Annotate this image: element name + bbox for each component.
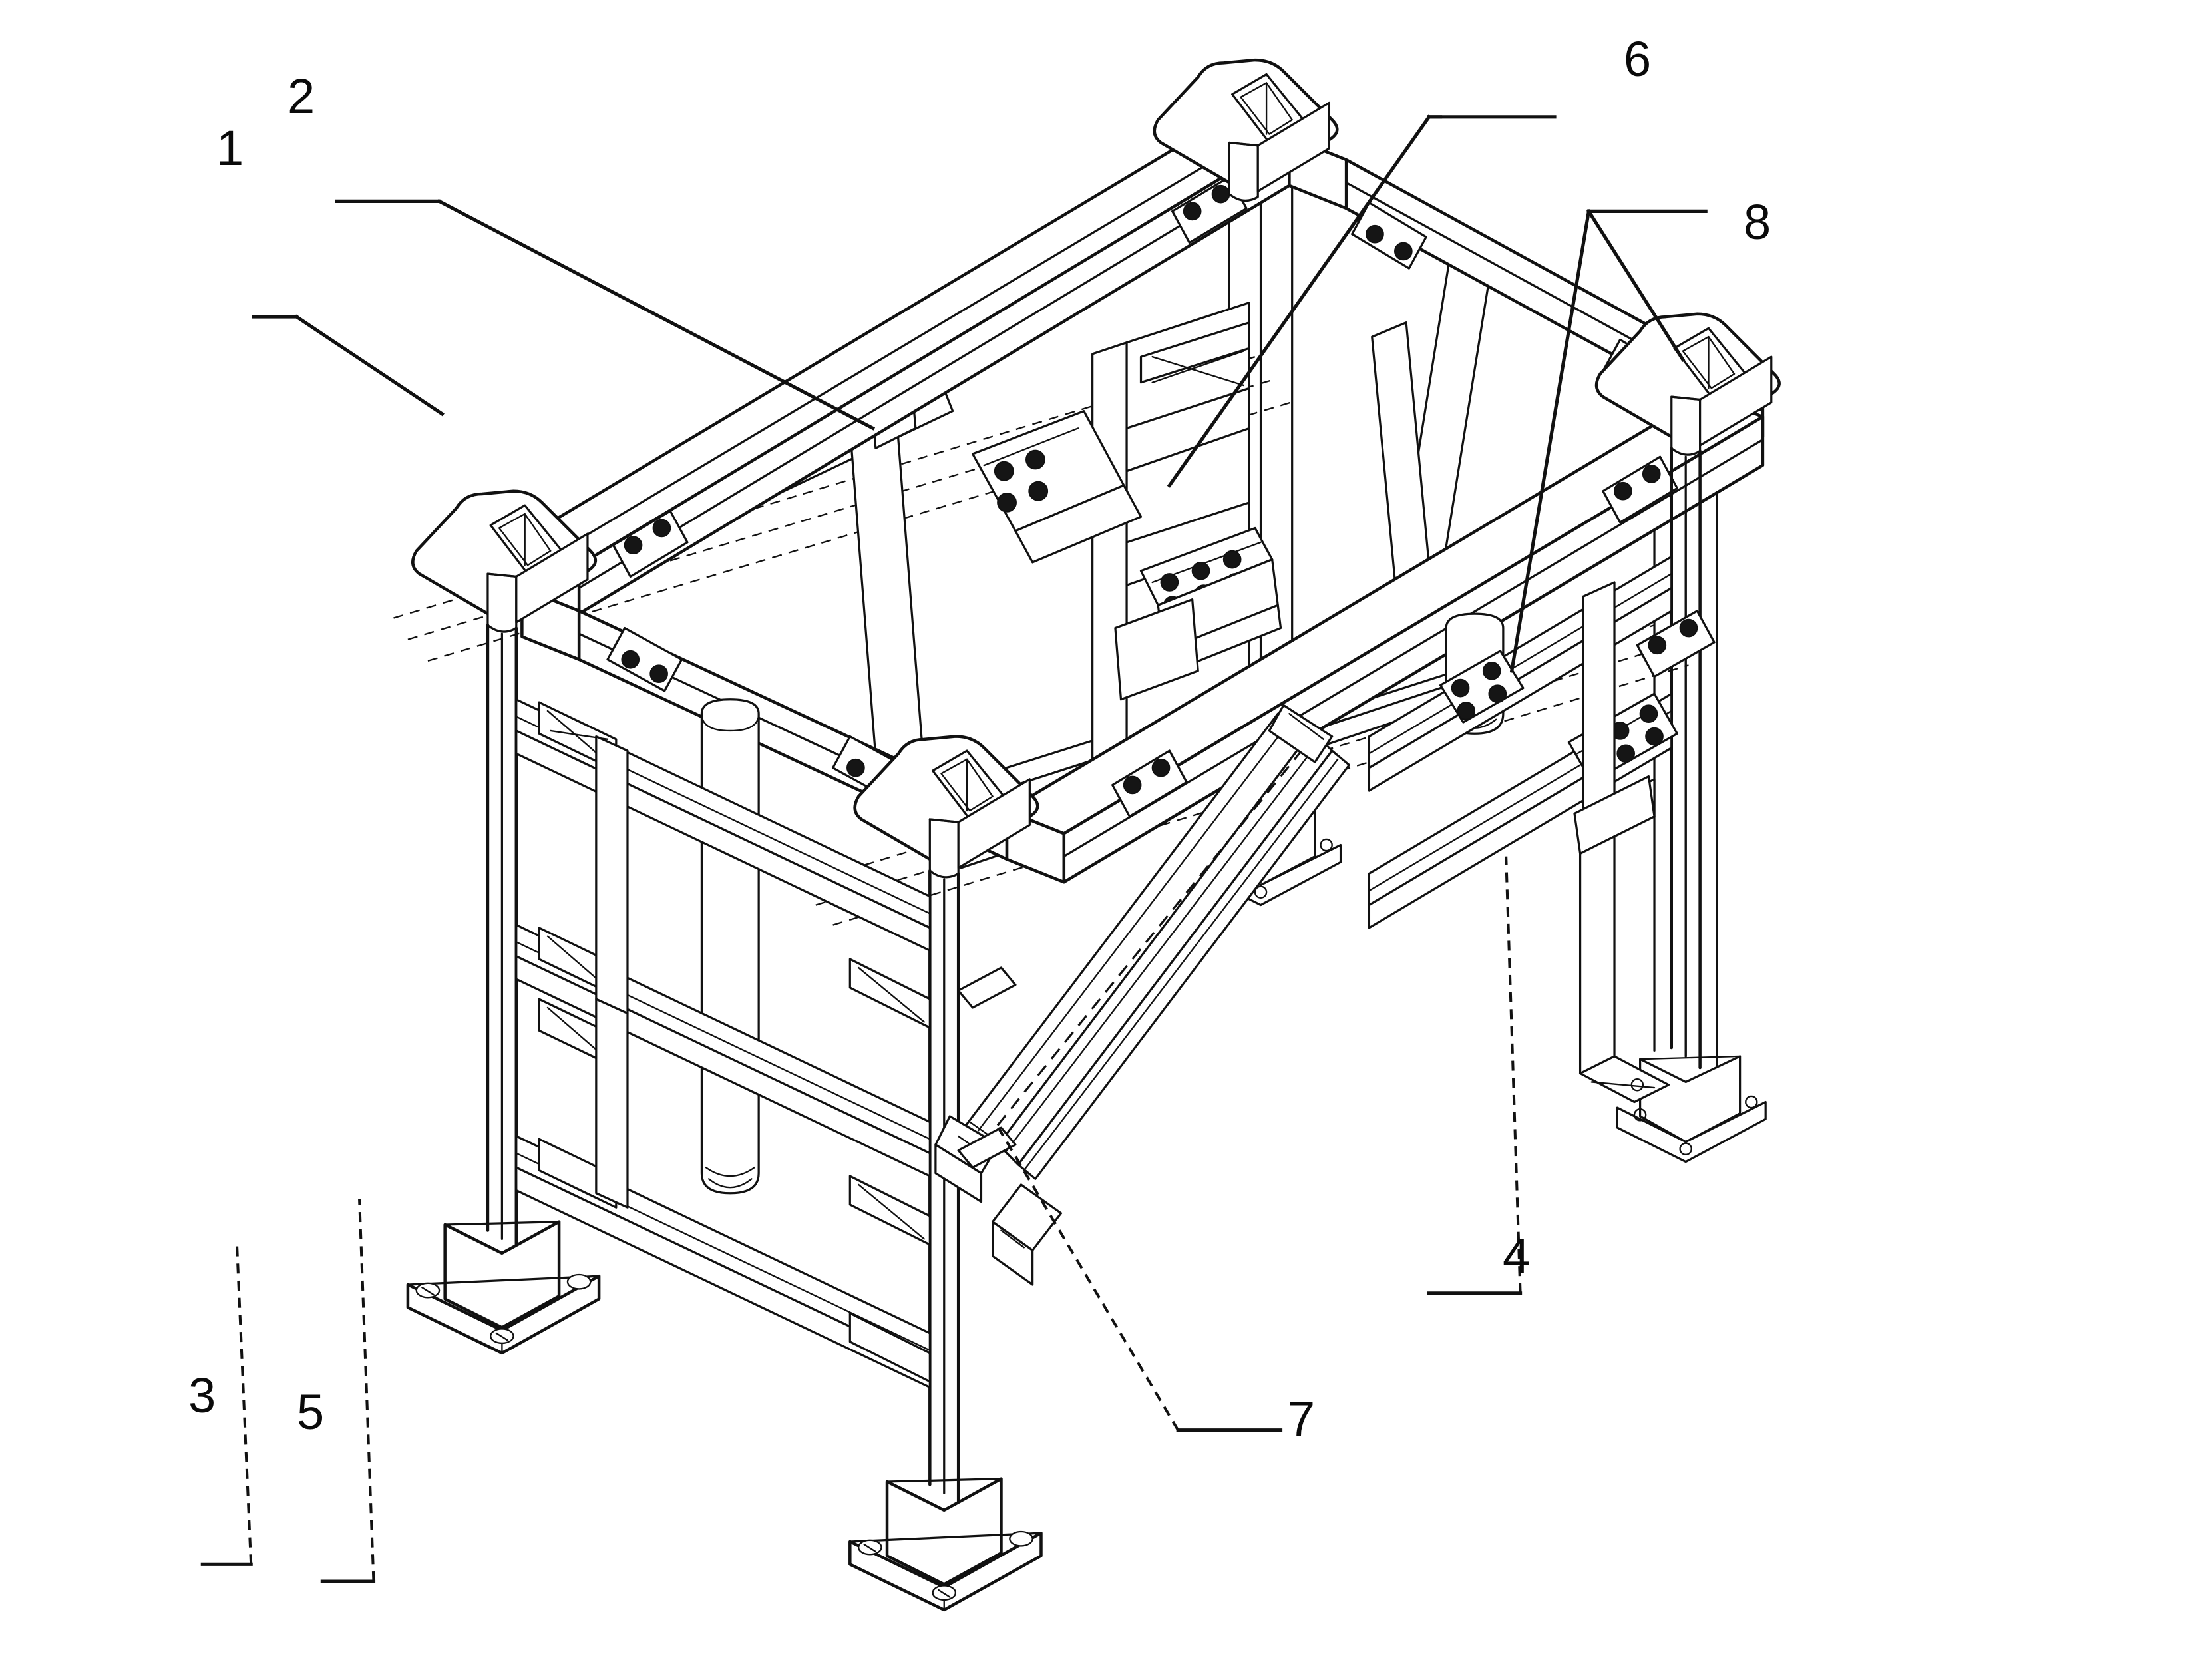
right-rear-corner-cap: [1594, 312, 1781, 456]
callout-label-1: 1: [216, 120, 244, 176]
callout-label-4: 4: [1503, 1228, 1531, 1283]
right-column: [1670, 447, 1702, 1070]
upper-left-main-beam: [520, 112, 1291, 616]
left-side-horizontal-members: [515, 698, 931, 1389]
right-side-horizontal-members: [1368, 555, 1716, 929]
front-inclined-tie-rod-secondary: [992, 749, 1351, 1286]
left-base-plate: [406, 1220, 601, 1355]
center-bolted-gusset-plate: [972, 409, 1282, 701]
callout-leader-lines: [200, 114, 1708, 1583]
callout-label-3: 3: [188, 1368, 216, 1423]
callout-label-5: 5: [297, 1384, 325, 1440]
front-base-plate: [848, 1477, 1043, 1612]
left-column: [486, 624, 518, 1252]
front-column: [928, 869, 960, 1506]
callout-label-6: 6: [1624, 31, 1652, 87]
callout-label-2: 2: [287, 69, 315, 124]
left-corner-cap: [411, 489, 598, 633]
front-corner-cap: [853, 735, 1039, 879]
front-column-brackets: [848, 958, 1017, 1383]
right-lower-cross-member: [1578, 835, 1670, 1104]
callout-label-8: 8: [1744, 194, 1771, 250]
vertical-cylinder-post: [700, 698, 760, 1195]
rear-corner-cap: [1153, 58, 1339, 202]
callout-label-7: 7: [1288, 1391, 1316, 1446]
